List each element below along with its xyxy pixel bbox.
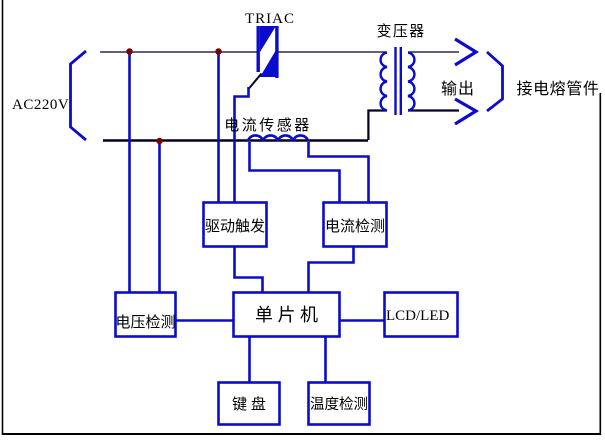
current-sensor-coil: [246, 134, 310, 142]
temperature-detect-box: [307, 381, 371, 426]
function-boxes: [114, 201, 459, 426]
transformer-label: 变压器: [377, 23, 426, 40]
wire-current-detect-to-mcu: [307, 247, 355, 292]
display-box: [383, 291, 459, 338]
wire-drive-trigger-to-mcu: [233, 247, 264, 292]
output-arrows: [454, 37, 480, 126]
triac-gate-diagonal: [247, 72, 263, 90]
signal-wires: [128, 52, 385, 383]
output-arrow-top: [454, 37, 480, 67]
transformer-secondary-coil: [407, 51, 416, 112]
junction-dot-2: [215, 48, 222, 55]
temperature-detect-label: 温度检测: [310, 396, 368, 413]
triac-left-bar: [256, 26, 260, 72]
transformer-symbol: [379, 47, 416, 115]
display-label: LCD/LED: [386, 308, 449, 324]
drive-trigger-label: 驱动触发: [205, 218, 265, 235]
mcu-box: [232, 291, 341, 338]
transformer-bottom-left-wire: [367, 109, 387, 140]
ac-source-label: AC220V: [12, 97, 69, 113]
output-arrow-bottom: [454, 97, 480, 126]
wire-sensor-left-to-current-detect: [248, 142, 341, 202]
keyboard-box: [217, 381, 281, 426]
wire-gate-to-drive-trigger: [233, 87, 250, 202]
voltage-detect-box: [114, 291, 177, 338]
wire-sensor-right-to-current-detect: [307, 142, 370, 202]
mcu-label: 单 片 机: [255, 305, 318, 325]
triac-lower-triangle: [260, 50, 276, 77]
junction-dot-1: [126, 48, 133, 55]
junction-dots: [126, 48, 222, 145]
junction-dot-3: [156, 137, 163, 145]
output-label: 输出: [441, 80, 475, 98]
load-bracket: [486, 50, 504, 113]
ac-source-bracket: [69, 49, 87, 142]
current-detect-label: 电流检测: [325, 218, 385, 235]
voltage-detect-label: 电压检测: [115, 314, 175, 331]
current-sensor-label: 电流传感器: [224, 117, 312, 134]
triac-upper-triangle: [260, 26, 276, 52]
keyboard-label: 键 盘: [232, 395, 266, 413]
triac-symbol: [256, 26, 279, 78]
load-label: 接电熔管件: [516, 80, 599, 98]
triac-label: TRIAC: [245, 11, 295, 27]
triac-right-bar: [275, 26, 279, 78]
current-detect-box: [322, 201, 388, 248]
transformer-primary-coil: [379, 51, 388, 112]
drive-trigger-box: [202, 201, 268, 248]
